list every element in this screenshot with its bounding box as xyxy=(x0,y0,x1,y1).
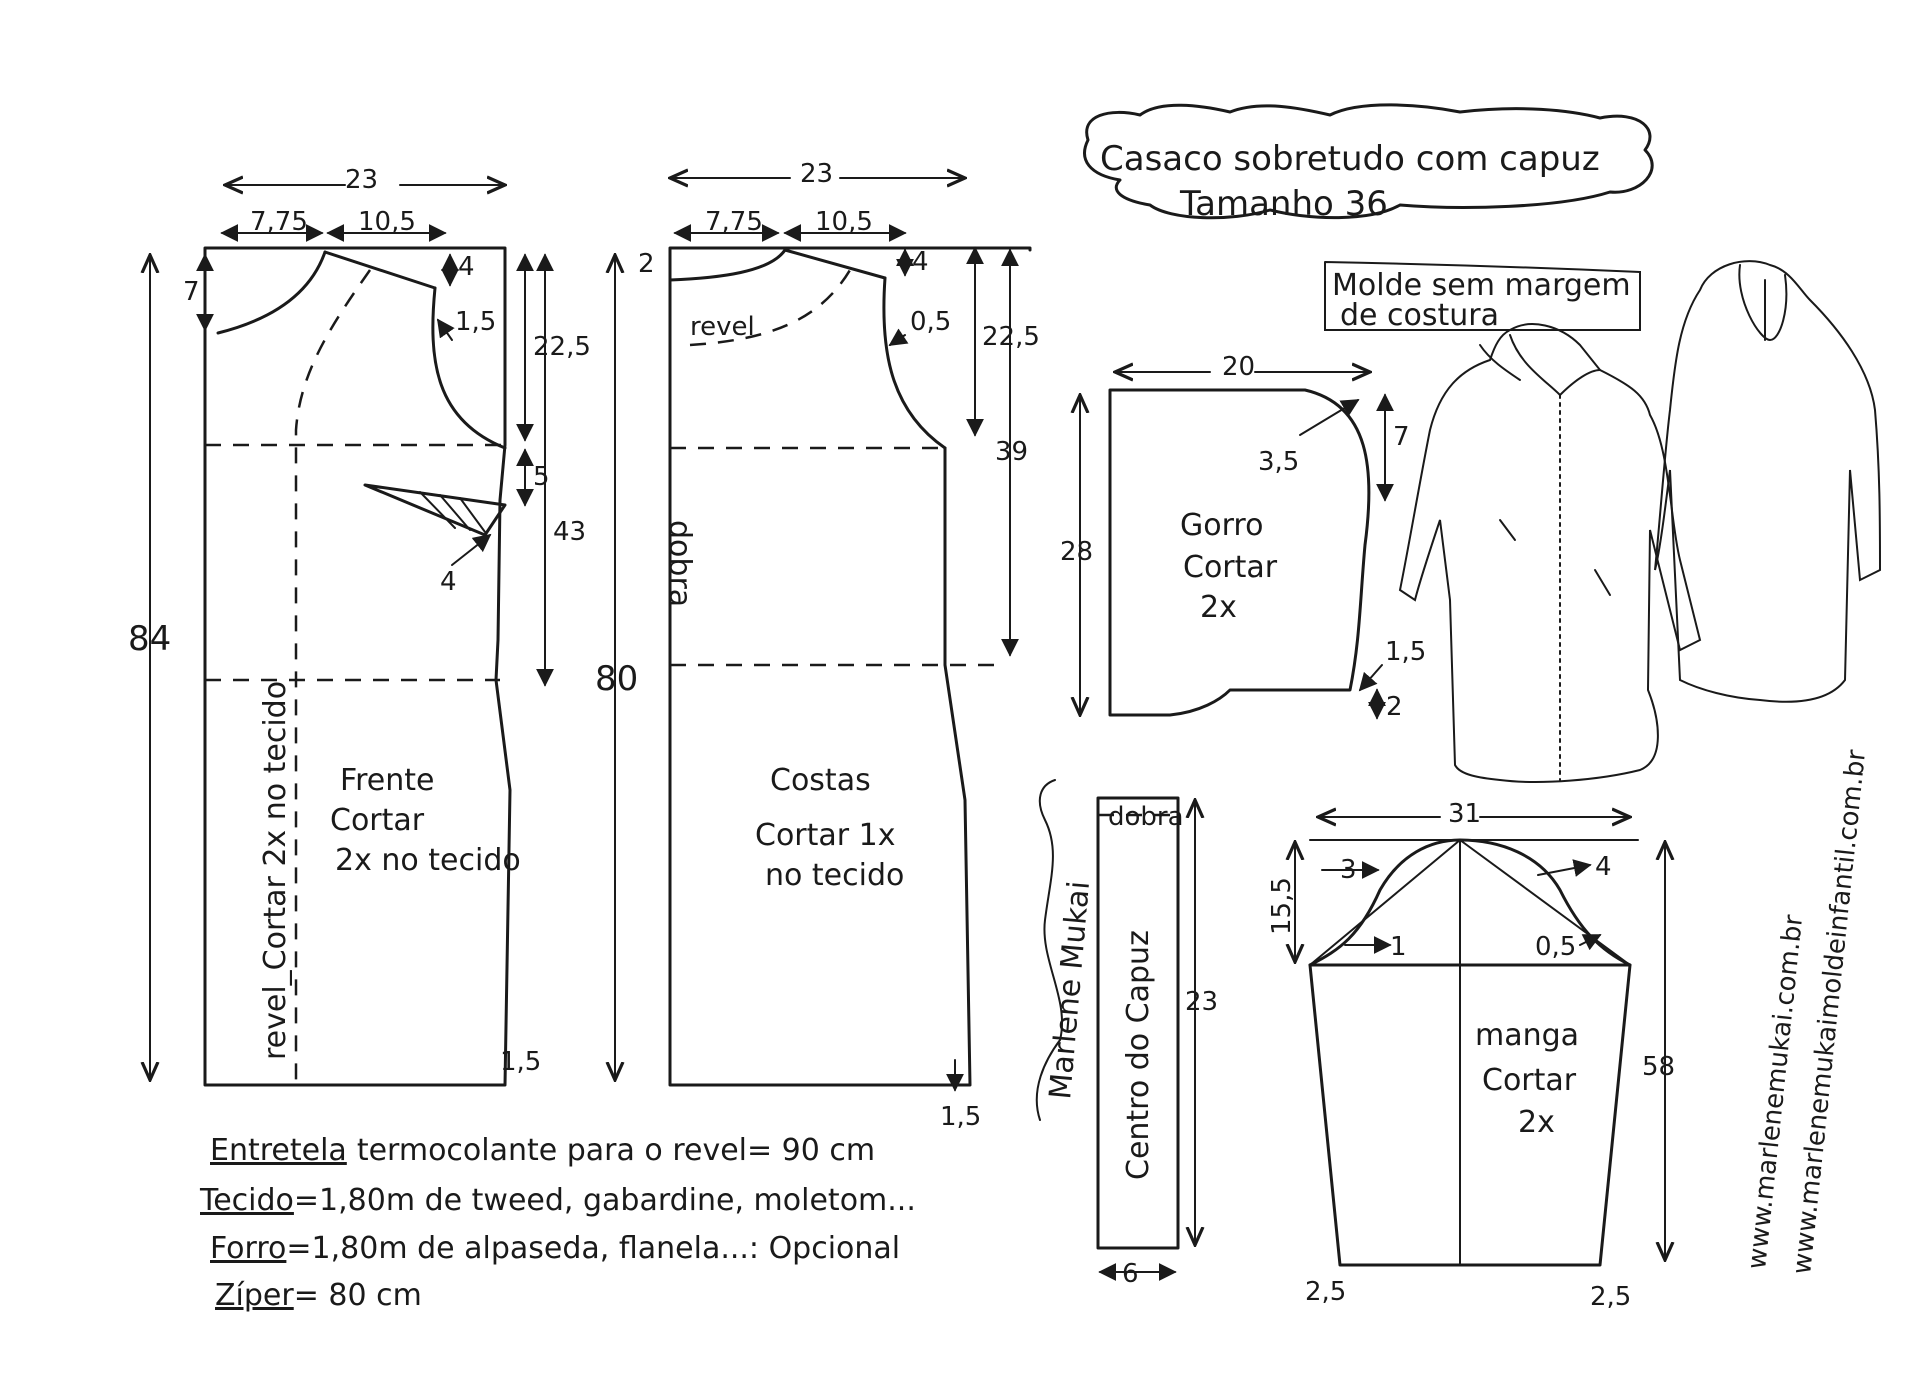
materials-entretela-key: Entretela xyxy=(210,1133,347,1168)
sleeve-length: 58 xyxy=(1642,1052,1675,1082)
front-armhole-curve: 1,5 xyxy=(455,307,496,337)
front-shoulder-width: 10,5 xyxy=(358,207,416,237)
front-waist-length: 43 xyxy=(553,517,586,547)
hood-label-3: 2x xyxy=(1200,590,1237,625)
sleeve-label-3: 2x xyxy=(1518,1105,1555,1140)
back-waist-length: 39 xyxy=(995,437,1028,467)
title-box: Casaco sobretudo com capuz Tamanho 36 xyxy=(1083,103,1654,224)
sleeve-left-offset: 3 xyxy=(1340,855,1357,885)
front-width: 23 xyxy=(345,165,378,195)
coat-illustration xyxy=(1398,260,1882,783)
materials-tecido: Tecido=1,80m de tweed, gabardine, moleto… xyxy=(199,1183,916,1218)
back-facing-label: revel xyxy=(690,312,755,342)
front-dart-gap: 5 xyxy=(533,462,550,492)
seam-note-line1: Molde sem margem xyxy=(1332,268,1631,303)
front-shoulder-drop: 4 xyxy=(458,252,475,282)
materials-ziper: Zíper= 80 cm xyxy=(215,1278,422,1313)
sleeve-piece: 31 15,5 3 4 1 0,5 58 2,5 2,5 manga Corta… xyxy=(1267,799,1675,1312)
hood-top-drop: 7 xyxy=(1393,422,1410,452)
websites: www.marlenemukai.com.br www.marlenemukai… xyxy=(1742,748,1872,1276)
title-line1: Casaco sobretudo com capuz xyxy=(1100,139,1600,179)
front-piece: 23 7,75 10,5 7 4 1,5 22,5 5 xyxy=(128,165,591,1087)
materials-ziper-key: Zíper xyxy=(215,1278,294,1313)
hood-center-label: Centro do Capuz xyxy=(1121,930,1156,1180)
back-fold-label: dobra xyxy=(662,520,697,607)
sleeve-width: 31 xyxy=(1448,799,1481,829)
sleeve-cap-height: 15,5 xyxy=(1267,877,1297,935)
back-width: 23 xyxy=(800,159,833,189)
signature: Marlene Mukai xyxy=(1035,779,1097,1121)
sleeve-left-curve: 1 xyxy=(1390,932,1407,962)
materials-forro-key: Forro xyxy=(210,1231,286,1266)
front-neck-width: 7,75 xyxy=(250,207,308,237)
materials-notes: Entretela termocolante para o revel= 90 c… xyxy=(199,1133,916,1313)
sleeve-hem-left: 2,5 xyxy=(1305,1277,1346,1307)
back-label-3: no tecido xyxy=(765,858,904,893)
front-neck-drop: 7 xyxy=(183,277,200,307)
hood-width: 20 xyxy=(1222,352,1255,382)
materials-tecido-key: Tecido xyxy=(199,1183,294,1218)
seam-note: Molde sem margem de costura xyxy=(1324,261,1641,333)
back-hem: 1,5 xyxy=(940,1102,981,1132)
back-shoulder-width: 10,5 xyxy=(815,207,873,237)
hood-label-2: Cortar xyxy=(1183,550,1278,585)
front-fold-note: revel_Cortar 2x no tecido xyxy=(258,681,293,1060)
hood-bottom: 2 xyxy=(1386,692,1403,722)
back-armhole-curve: 0,5 xyxy=(910,307,951,337)
sleeve-label-1: manga xyxy=(1475,1018,1579,1053)
materials-entretela: Entretela termocolante para o revel= 90 c… xyxy=(210,1133,875,1168)
sleeve-right-curve: 0,5 xyxy=(1535,932,1576,962)
seam-note-line2: de costura xyxy=(1340,298,1499,333)
hood-height: 28 xyxy=(1060,537,1093,567)
front-armhole-depth: 22,5 xyxy=(533,332,591,362)
back-label-1: Costas xyxy=(770,763,871,798)
sleeve-right-offset: 4 xyxy=(1595,852,1612,882)
back-total-length: 80 xyxy=(595,659,638,699)
materials-forro-text: =1,80m de alpaseda, flanela...: Opcional xyxy=(286,1231,900,1266)
hood-center-width: 6 xyxy=(1122,1259,1139,1289)
title-line2: Tamanho 36 xyxy=(1179,184,1388,224)
sleeve-hem-right: 2,5 xyxy=(1590,1282,1631,1312)
back-label-2: Cortar 1x xyxy=(755,818,896,853)
hood-center-fold: dobra xyxy=(1108,802,1184,832)
hood-curve: 3,5 xyxy=(1258,447,1299,477)
front-hem: 1,5 xyxy=(500,1047,541,1077)
back-neck-width: 7,75 xyxy=(705,207,763,237)
signature-text: Marlene Mukai xyxy=(1043,880,1097,1101)
website-2: www.marlenemukaimoldeinfantil.com.br xyxy=(1787,748,1872,1276)
hood-label-1: Gorro xyxy=(1180,508,1263,543)
materials-forro: Forro=1,80m de alpaseda, flanela...: Opc… xyxy=(210,1231,900,1266)
front-label-1: Frente xyxy=(340,763,434,798)
hood-center-length: 23 xyxy=(1185,987,1218,1017)
hood-center-piece: dobra Centro do Capuz 23 6 xyxy=(1096,796,1218,1289)
back-shoulder-drop: 4 xyxy=(912,247,929,277)
hood-corner: 1,5 xyxy=(1385,637,1426,667)
materials-tecido-text: =1,80m de tweed, gabardine, moletom... xyxy=(294,1183,916,1218)
front-total-length: 84 xyxy=(128,619,171,659)
back-neck-drop: 2 xyxy=(638,249,655,279)
front-dart-length: 4 xyxy=(440,567,457,597)
materials-entretela-text: termocolante para o revel= 90 cm xyxy=(357,1133,875,1168)
front-label-2: Cortar xyxy=(330,803,425,838)
front-label-3: 2x no tecido xyxy=(335,843,521,878)
materials-ziper-text: = 80 cm xyxy=(294,1278,422,1313)
hood-piece: 20 28 3,5 7 1,5 2 Gorro Cortar 2x xyxy=(1060,352,1426,722)
sleeve-label-2: Cortar xyxy=(1482,1063,1577,1098)
back-piece: 23 7,75 10,5 2 4 revel 0,5 22,5 39 80 1,… xyxy=(595,159,1040,1132)
